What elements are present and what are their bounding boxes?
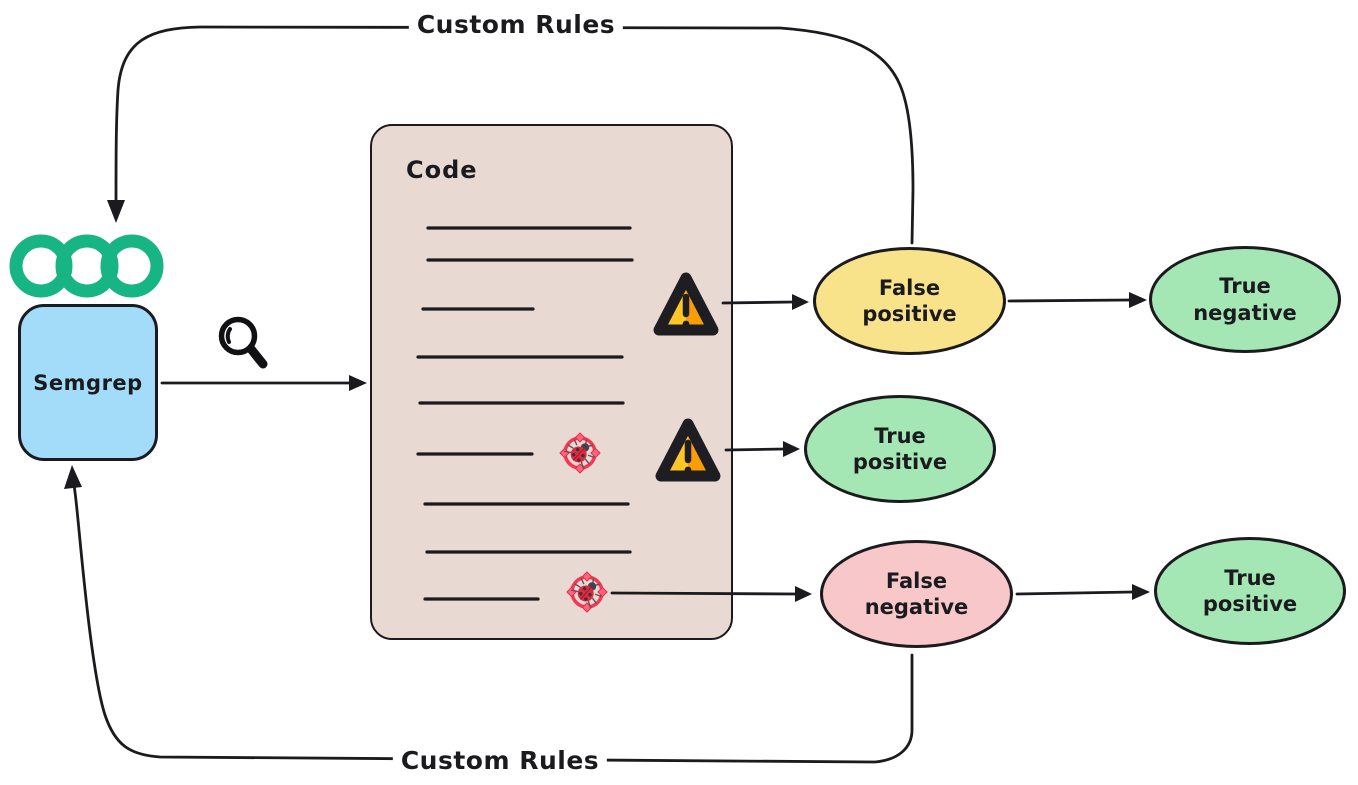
bug-crosshair-icon — [559, 432, 601, 474]
search-icon — [218, 316, 268, 369]
custom-rules-label-top: Custom Rules — [408, 10, 624, 39]
custom-rules-label-bottom: Custom Rules — [392, 746, 608, 775]
arrowhead-to-semgrep-top — [107, 200, 125, 223]
custom-rules-top-connector — [114, 25, 915, 245]
bug-crosshair-icon — [566, 571, 608, 613]
result-arrows — [610, 298, 1135, 596]
result-arrowheads — [783, 292, 1150, 602]
arrowhead-semgrep-to-code — [349, 375, 367, 391]
arrowhead-to-semgrep-bottom — [64, 465, 82, 489]
outcome-true-positive-2: True positive — [1154, 537, 1346, 645]
code-node: Code — [370, 124, 733, 640]
warning-triangle-icon — [653, 272, 719, 336]
semgrep-node: Semgrep — [18, 304, 158, 461]
custom-rules-bottom-connector — [71, 478, 914, 764]
outcome-label: False positive — [862, 275, 957, 326]
warning-triangle-icon — [655, 418, 721, 482]
code-node-title: Code — [406, 156, 478, 184]
code-lines — [416, 226, 634, 601]
outcome-false-negative: False negative — [820, 540, 1013, 648]
outcome-false-positive: False positive — [813, 247, 1006, 355]
outcome-true-negative: True negative — [1149, 246, 1341, 353]
outcome-label: True positive — [1202, 565, 1298, 616]
outcome-label: True positive — [852, 423, 948, 474]
outcome-label: False negative — [864, 568, 969, 619]
outcome-true-positive: True positive — [804, 395, 996, 503]
semgrep-node-label: Semgrep — [33, 370, 143, 395]
semgrep-rings-icon — [9, 234, 164, 298]
outcome-label: True negative — [1193, 274, 1297, 325]
